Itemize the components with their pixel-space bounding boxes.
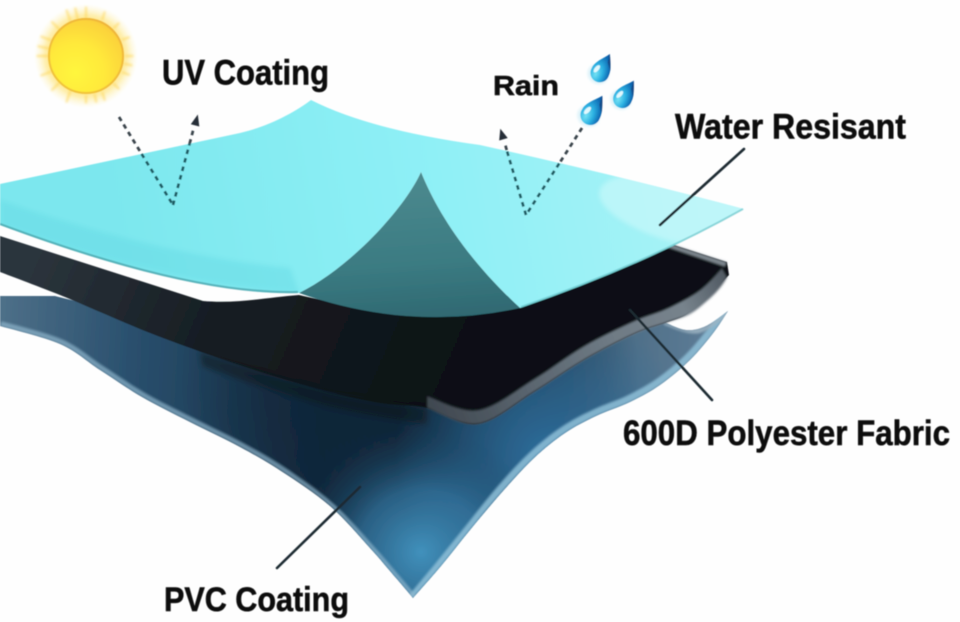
- svg-text:UV Coating: UV Coating: [162, 54, 329, 93]
- svg-text:600D Polyester Fabric: 600D Polyester Fabric: [623, 414, 950, 453]
- svg-text:PVC Coating: PVC Coating: [164, 581, 349, 619]
- svg-text:Water Resisant: Water Resisant: [675, 108, 906, 147]
- svg-text:Rain: Rain: [493, 70, 559, 101]
